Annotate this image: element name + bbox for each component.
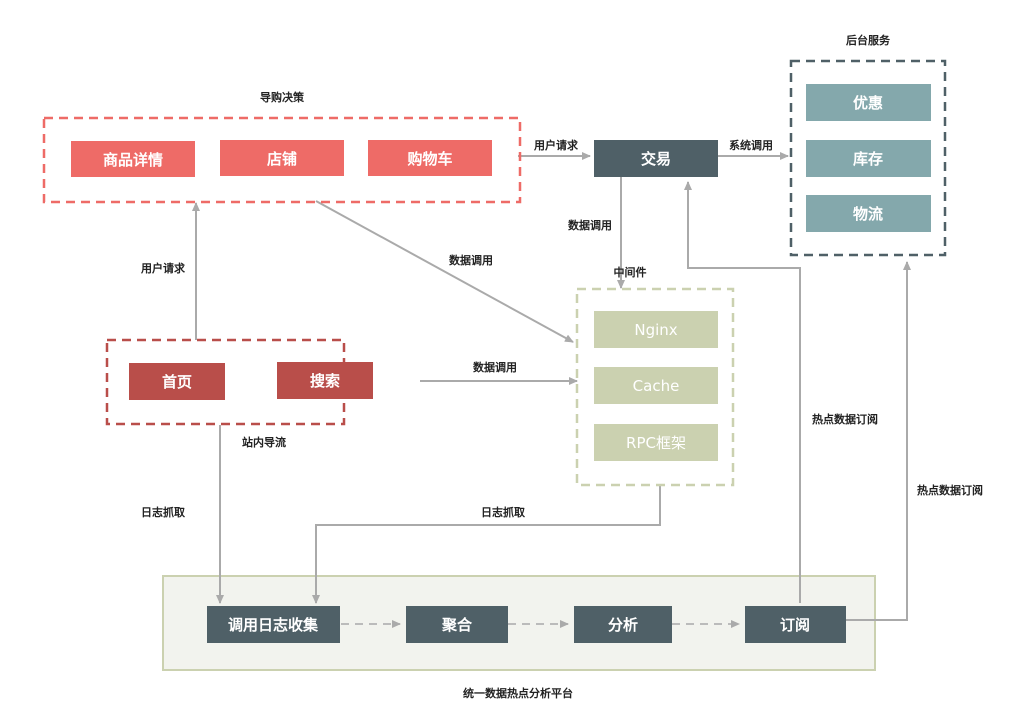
label-data-call-trade: 数据调用 bbox=[568, 218, 612, 232]
svg-text:首页: 首页 bbox=[162, 373, 192, 391]
svg-text:聚合: 聚合 bbox=[441, 616, 473, 634]
label-hot-sub-2: 热点数据订阅 bbox=[917, 483, 983, 497]
guide-item-product-detail[interactable]: 商品详情 bbox=[71, 141, 195, 177]
guide-group-border bbox=[42, 116, 522, 204]
backend-group-border bbox=[789, 59, 947, 257]
label-system-call: 系统调用 bbox=[729, 138, 773, 152]
label-data-call-diag: 数据调用 bbox=[449, 253, 493, 267]
label-log-grab-mid: 日志抓取 bbox=[481, 505, 525, 519]
platform-item-subscribe[interactable]: 订阅 bbox=[745, 606, 846, 643]
middleware-item-rpc[interactable]: RPC框架 bbox=[594, 424, 718, 461]
label-user-request-left: 用户请求 bbox=[141, 261, 186, 275]
svg-text:Nginx: Nginx bbox=[634, 321, 677, 339]
trade-node[interactable]: 交易 bbox=[594, 140, 718, 177]
middleware-group-border bbox=[575, 287, 735, 487]
platform-item-aggregate[interactable]: 聚合 bbox=[406, 606, 508, 643]
svg-text:库存: 库存 bbox=[853, 150, 883, 168]
svg-text:优惠: 优惠 bbox=[853, 94, 883, 112]
backend-item-inventory[interactable]: 库存 bbox=[806, 140, 931, 177]
middleware-item-nginx[interactable]: Nginx bbox=[594, 311, 718, 348]
svg-text:物流: 物流 bbox=[853, 205, 883, 223]
label-hot-sub-1: 热点数据订阅 bbox=[812, 412, 878, 426]
middleware-item-cache[interactable]: Cache bbox=[594, 367, 718, 404]
label-data-call-home: 数据调用 bbox=[473, 360, 517, 374]
home-item-search[interactable]: 搜索 bbox=[277, 362, 373, 399]
svg-text:分析: 分析 bbox=[608, 616, 638, 634]
platform-item-analysis[interactable]: 分析 bbox=[574, 606, 672, 643]
svg-text:订阅: 订阅 bbox=[780, 616, 810, 634]
backend-item-discount[interactable]: 优惠 bbox=[806, 84, 931, 121]
svg-text:搜索: 搜索 bbox=[310, 372, 340, 390]
backend-item-logistics[interactable]: 物流 bbox=[806, 195, 931, 232]
label-user-request-top: 用户请求 bbox=[534, 138, 579, 152]
svg-text:购物车: 购物车 bbox=[407, 150, 452, 168]
middleware-group-title: 中间件 bbox=[614, 265, 647, 279]
platform-title: 统一数据热点分析平台 bbox=[463, 686, 573, 700]
backend-group-title: 后台服务 bbox=[846, 33, 891, 47]
guide-item-cart[interactable]: 购物车 bbox=[368, 140, 492, 176]
svg-text:调用日志收集: 调用日志收集 bbox=[228, 616, 319, 634]
svg-text:RPC框架: RPC框架 bbox=[626, 434, 686, 452]
edge-sub-to-backend bbox=[846, 261, 911, 621]
label-log-grab-left: 日志抓取 bbox=[141, 505, 185, 519]
edge-sub-to-trade bbox=[684, 181, 801, 603]
home-item-homepage[interactable]: 首页 bbox=[129, 363, 225, 400]
svg-text:交易: 交易 bbox=[641, 150, 671, 168]
edge-middleware-to-log bbox=[312, 485, 661, 604]
label-site-flow: 站内导流 bbox=[242, 435, 286, 449]
svg-text:店铺: 店铺 bbox=[267, 150, 297, 168]
edge-guide-to-middleware bbox=[315, 200, 574, 343]
platform-item-log-collect[interactable]: 调用日志收集 bbox=[207, 606, 340, 643]
guide-item-shop[interactable]: 店铺 bbox=[220, 140, 344, 176]
guide-group-title: 导购决策 bbox=[260, 90, 305, 104]
svg-text:Cache: Cache bbox=[633, 377, 680, 395]
svg-text:商品详情: 商品详情 bbox=[103, 151, 163, 169]
